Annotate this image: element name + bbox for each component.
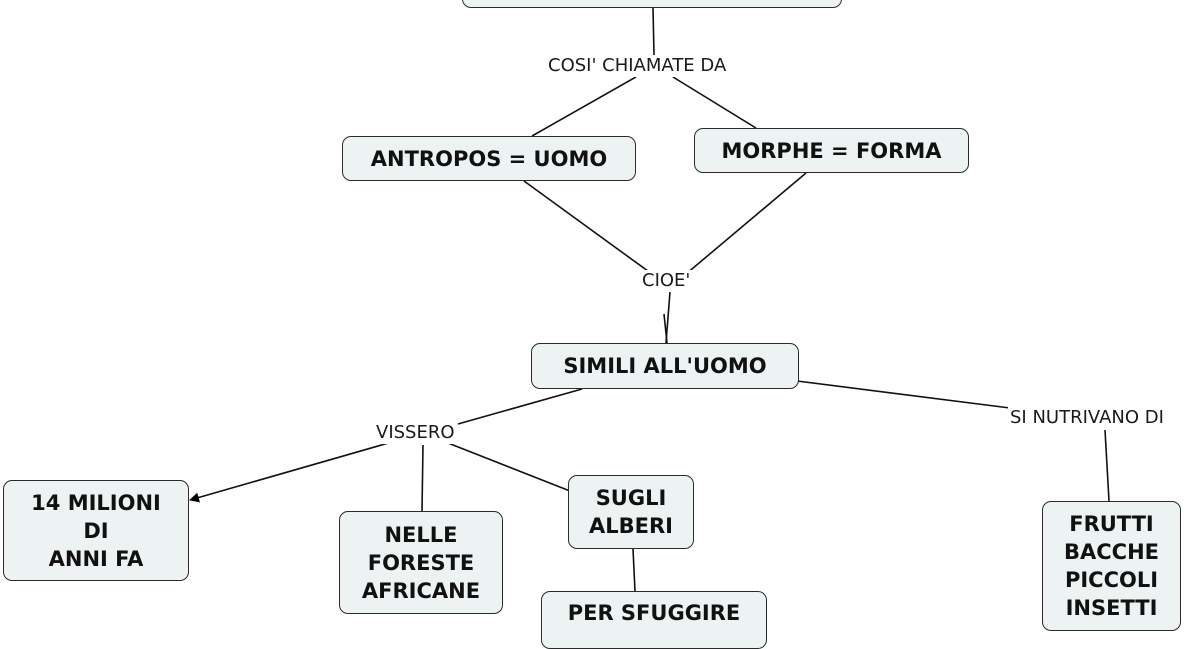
connector-cosi-to-antropos <box>531 76 637 137</box>
sfuggire-node[interactable]: PER SFUGGIRE <box>541 591 767 649</box>
connector-simili-to-si-nutrivano <box>796 380 1011 409</box>
link-label-cioe: CIOE' <box>640 270 693 292</box>
connector-si-nutrivano-to-frutti <box>1104 429 1110 502</box>
frutti-line-4: INSETTI <box>1065 596 1158 620</box>
link-label-vissero: VISSERO <box>374 422 457 444</box>
connector-morphe-to-cioe <box>685 172 807 275</box>
morphe-label: MORPHE = FORMA <box>721 138 942 163</box>
connector-cosi-to-morphe <box>672 76 757 129</box>
antropos-node[interactable]: ANTROPOS = UOMO <box>342 136 636 181</box>
frutti-node[interactable]: FRUTTI BACCHE PICCOLI INSETTI <box>1042 501 1181 631</box>
simili-label: SIMILI ALL'UOMO <box>563 354 767 378</box>
link-label-cosi-chiamate: COSI' CHIAMATE DA <box>546 55 729 77</box>
foreste-line-3: AFRICANE <box>361 578 481 603</box>
connector-antropos-to-cioe <box>523 180 653 275</box>
antropos-label: ANTROPOS = UOMO <box>370 146 608 171</box>
milioni-line-3: ANNI FA <box>48 546 144 571</box>
milioni-node[interactable]: 14 MILIONI DI ANNI FA <box>3 480 189 581</box>
morphe-node[interactable]: MORPHE = FORMA <box>694 128 969 173</box>
foreste-line-2: FORESTE <box>367 550 475 575</box>
connector-lines <box>189 7 1110 592</box>
foreste-node[interactable]: NELLE FORESTE AFRICANE <box>339 511 503 614</box>
alberi-line-2: ALBERI <box>589 514 673 538</box>
connector-vissero-to-milioni <box>189 441 393 503</box>
connector-simili-to-vissero <box>457 388 583 425</box>
frutti-line-2: BACCHE <box>1063 540 1159 564</box>
sfuggire-label: PER SFUGGIRE <box>567 601 741 625</box>
connector-top-to-cosi <box>652 7 655 56</box>
connector-alberi-to-sfuggire <box>632 548 636 592</box>
milioni-line-2: DI <box>83 518 109 543</box>
foreste-line-1: NELLE <box>384 522 458 547</box>
alberi-node[interactable]: SUGLI ALBERI <box>568 475 694 549</box>
simili-node[interactable]: SIMILI ALL'UOMO <box>531 343 799 389</box>
frutti-line-1: FRUTTI <box>1069 512 1154 536</box>
top-concept-node[interactable] <box>462 0 842 8</box>
frutti-line-3: PICCOLI <box>1064 568 1159 592</box>
alberi-line-1: SUGLI <box>595 486 667 510</box>
connector-vissero-to-foreste <box>421 444 424 512</box>
milioni-line-1: 14 MILIONI <box>31 490 161 515</box>
link-label-si-nutrivano: SI NUTRIVANO DI <box>1008 407 1166 429</box>
connector-vissero-to-alberi <box>447 442 571 492</box>
connector-cioe-to-simili-2 <box>663 313 668 344</box>
